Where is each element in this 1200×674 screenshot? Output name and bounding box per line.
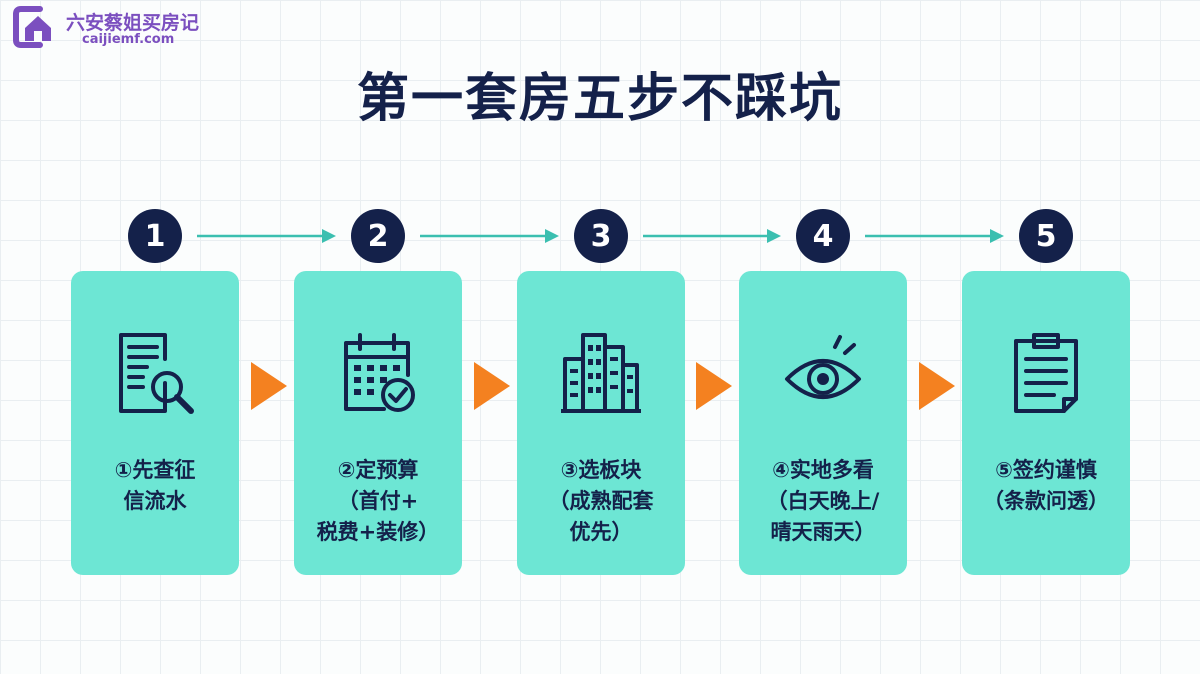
connector-arrow-icon xyxy=(643,229,781,243)
play-arrow-icon xyxy=(473,362,510,410)
step-card-2: ②定预算 （首付+ 税费+装修） xyxy=(294,271,462,575)
step-label-1: ①先查征信流水 xyxy=(75,455,235,517)
step-label-line: （条款问透） xyxy=(983,489,1109,513)
play-arrow-icon xyxy=(250,362,287,410)
step-number-1: 1 xyxy=(128,209,182,263)
step-label-4: ④实地多看 （白天晚上/晴天雨天） xyxy=(743,455,903,548)
step-label-2: ②定预算 （首付+ 税费+装修） xyxy=(298,455,458,548)
connector-arrow-icon xyxy=(420,229,559,243)
step-label-line: 信流水 xyxy=(123,489,187,513)
page-title: 第一套房五步不踩坑 xyxy=(356,69,843,129)
step-number-4: 4 xyxy=(796,209,850,263)
step-label-line: （白天晚上/ xyxy=(766,489,880,513)
step-card-3: ③选板块 （成熟配套优先） xyxy=(517,271,685,575)
step-number-3: 3 xyxy=(574,209,628,263)
step-label-line: （成熟配套 xyxy=(548,489,654,513)
step-label-line: 优先） xyxy=(569,520,633,544)
step-number-2: 2 xyxy=(351,209,405,263)
connector-arrow-icon xyxy=(865,229,1004,243)
step-card-4: ④实地多看 （白天晚上/晴天雨天） xyxy=(739,271,907,575)
step-label-line: ②定预算 xyxy=(337,458,419,482)
eye-icon xyxy=(783,329,863,417)
brand-url: caijiemf.com xyxy=(82,32,175,47)
step-card-1: ①先查征信流水 xyxy=(71,271,239,575)
step-label-line: ④实地多看 xyxy=(772,458,874,482)
step-label-3: ③选板块 （成熟配套优先） xyxy=(521,455,681,548)
house-logo-icon xyxy=(13,6,51,48)
brand-name: 六安蔡姐买房记 xyxy=(66,12,200,34)
step-label-line: ①先查征 xyxy=(114,458,196,482)
step-label-line: （首付+ xyxy=(337,489,419,513)
brand-logo: 六安蔡姐买房记 caijiemf.com xyxy=(10,6,230,50)
step-label-line: 税费+装修） xyxy=(316,520,440,544)
document-search-icon xyxy=(115,329,195,417)
step-label-line: 晴天雨天） xyxy=(770,520,876,544)
step-label-5: ⑤签约谨慎 （条款问透） xyxy=(966,455,1126,517)
clipboard-icon xyxy=(1006,329,1086,417)
step-label-line: ⑤签约谨慎 xyxy=(995,458,1097,482)
buildings-icon xyxy=(561,329,641,417)
step-card-5: ⑤签约谨慎 （条款问透） xyxy=(962,271,1130,575)
step-label-line: ③选板块 xyxy=(560,458,642,482)
connector-arrow-icon xyxy=(197,229,336,243)
play-arrow-icon xyxy=(696,362,732,410)
play-arrow-icon xyxy=(918,362,955,410)
step-number-5: 5 xyxy=(1019,209,1073,263)
calendar-check-icon xyxy=(338,329,418,417)
